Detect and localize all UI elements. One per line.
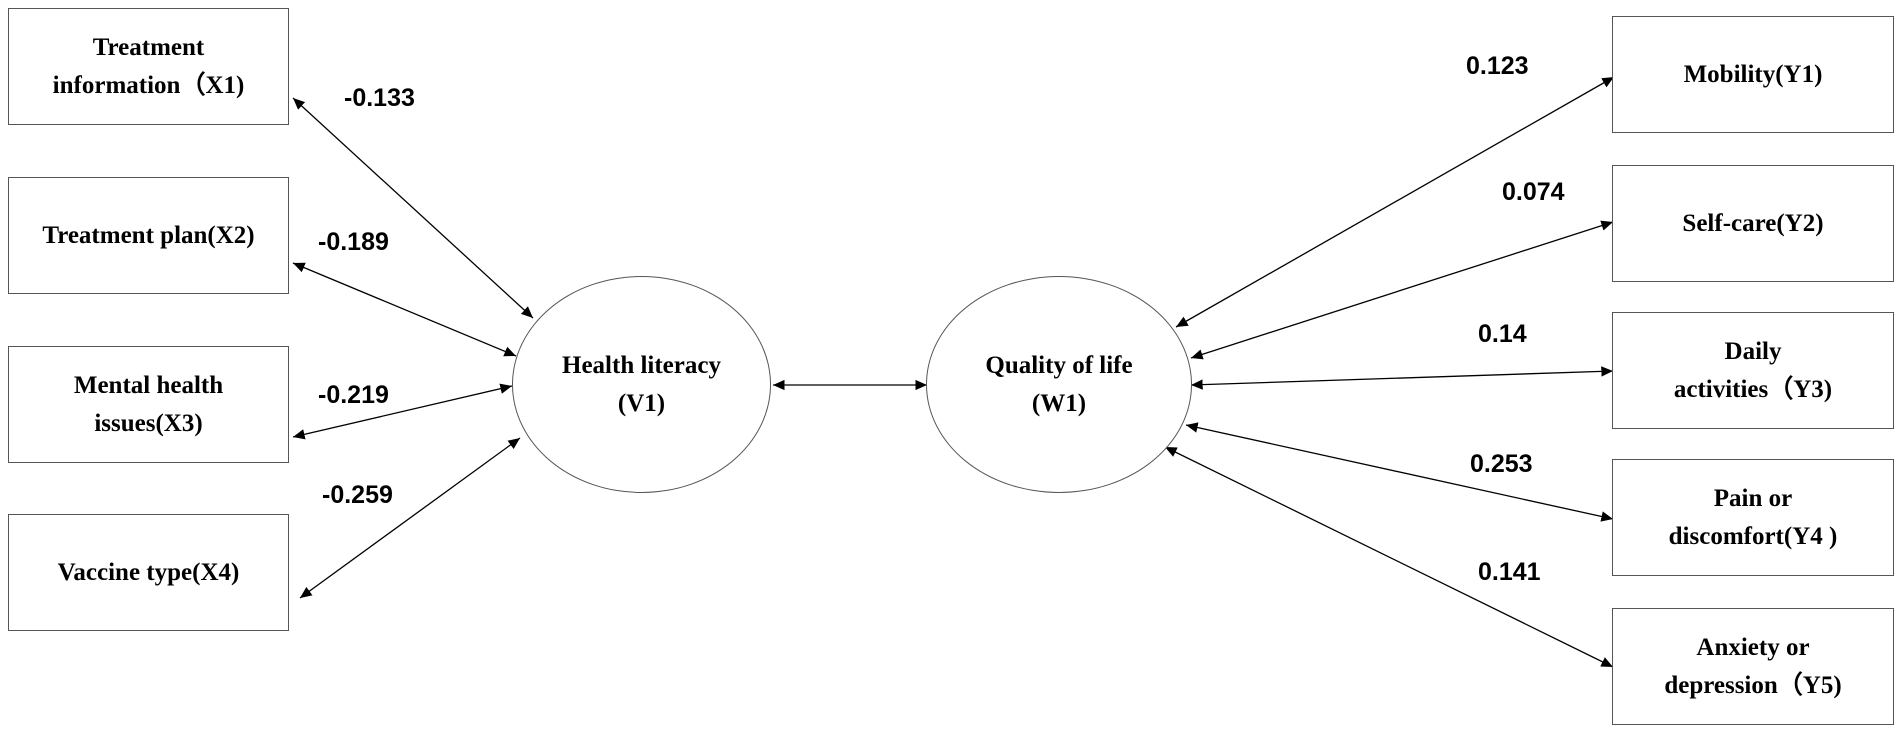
coefficient-y4: 0.253 bbox=[1470, 450, 1533, 478]
coefficient-x2: -0.189 bbox=[318, 228, 389, 256]
edge-x4-v1 bbox=[299, 437, 521, 599]
edge-w1-y5 bbox=[1164, 446, 1614, 668]
box-self-care: Self-care(Y2) bbox=[1612, 165, 1894, 282]
box-anxiety-or-depression: Anxiety or depression（Y5) bbox=[1612, 608, 1894, 725]
node-health-literacy: Health literacy (V1) bbox=[512, 276, 771, 493]
box-treatment-plan: Treatment plan(X2) bbox=[8, 177, 289, 294]
coefficient-y3: 0.14 bbox=[1478, 320, 1527, 348]
box-daily-activities: Daily activities（Y3) bbox=[1612, 312, 1894, 429]
edge-w1-y4 bbox=[1185, 422, 1614, 522]
edge-w1-y2 bbox=[1190, 220, 1614, 360]
coefficient-x1: -0.133 bbox=[344, 84, 415, 112]
coefficient-y1: 0.123 bbox=[1466, 52, 1529, 80]
node-quality-of-life: Quality of life (W1) bbox=[926, 276, 1192, 493]
box-mobility: Mobility(Y1) bbox=[1612, 16, 1894, 133]
coefficient-x3: -0.219 bbox=[318, 381, 389, 409]
coefficient-y2: 0.074 bbox=[1502, 178, 1565, 206]
coefficient-y5: 0.141 bbox=[1478, 558, 1541, 586]
box-treatment-information: Treatment information（X1) bbox=[8, 8, 289, 125]
box-pain-or-discomfort: Pain or discomfort(Y4 ) bbox=[1612, 459, 1894, 576]
edge-w1-y3 bbox=[1190, 366, 1614, 390]
box-mental-health-issues: Mental health issues(X3) bbox=[8, 346, 289, 463]
edge-x2-v1 bbox=[292, 262, 517, 357]
coefficient-x4: -0.259 bbox=[322, 481, 393, 509]
edge-x1-v1 bbox=[292, 97, 534, 319]
box-vaccine-type: Vaccine type(X4) bbox=[8, 514, 289, 631]
edge-x3-v1 bbox=[292, 383, 513, 440]
